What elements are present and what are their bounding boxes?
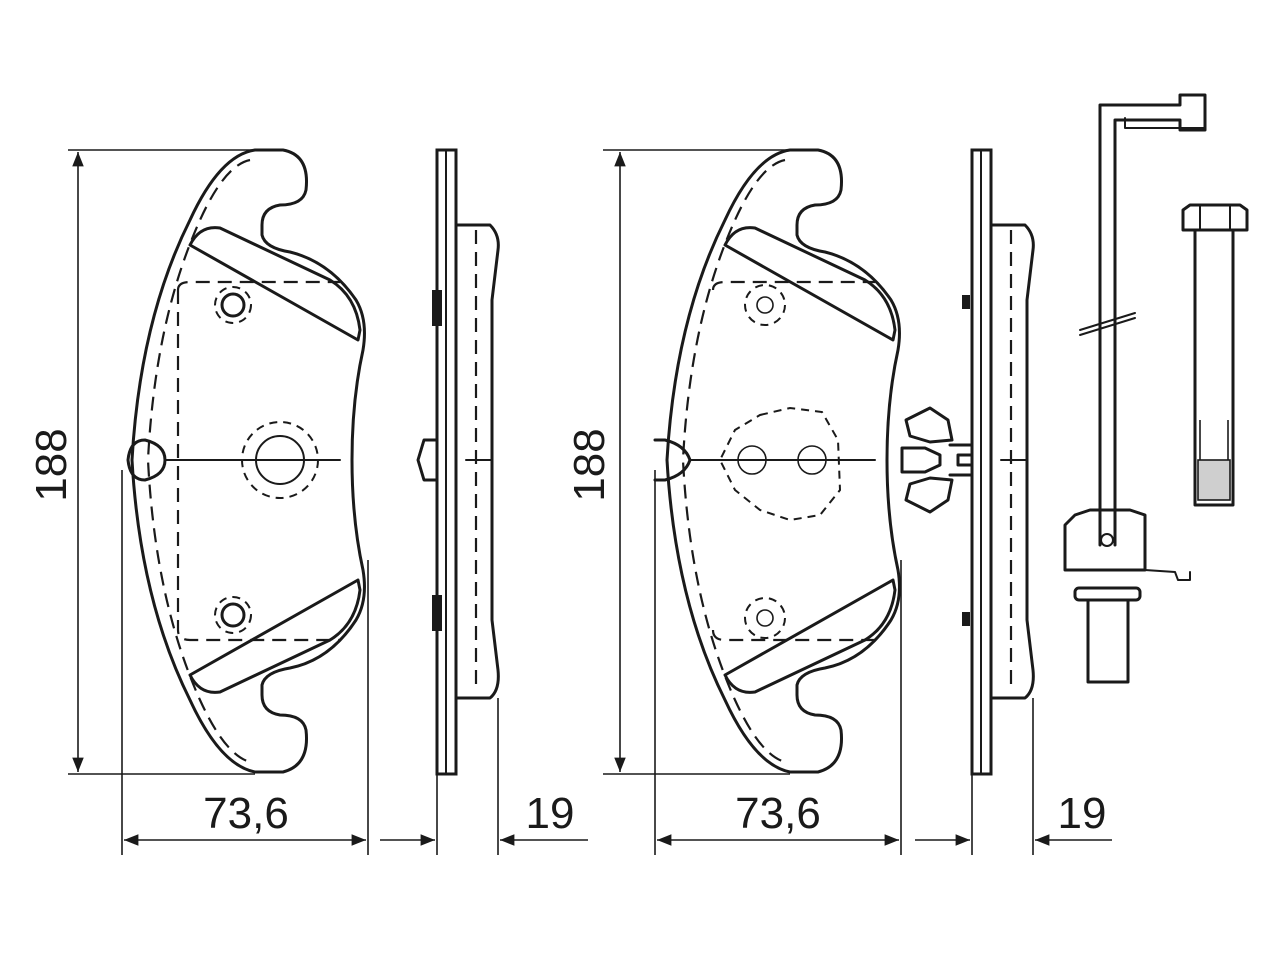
bolt (1181, 203, 1249, 507)
right-height-label: 188 (565, 428, 614, 501)
left-height-label: 188 (27, 428, 76, 501)
left-pad-side-view (416, 148, 500, 776)
left-width-label: 73,6 (203, 789, 289, 838)
left-pad-front-view (126, 148, 366, 774)
right-thickness-label: 19 (1058, 789, 1107, 838)
right-pad-side-view (900, 148, 1035, 776)
left-thickness-label: 19 (526, 789, 575, 838)
wear-sensor (1063, 93, 1207, 684)
right-width-label: 73,6 (735, 789, 821, 838)
right-pad-front-view (653, 148, 901, 774)
